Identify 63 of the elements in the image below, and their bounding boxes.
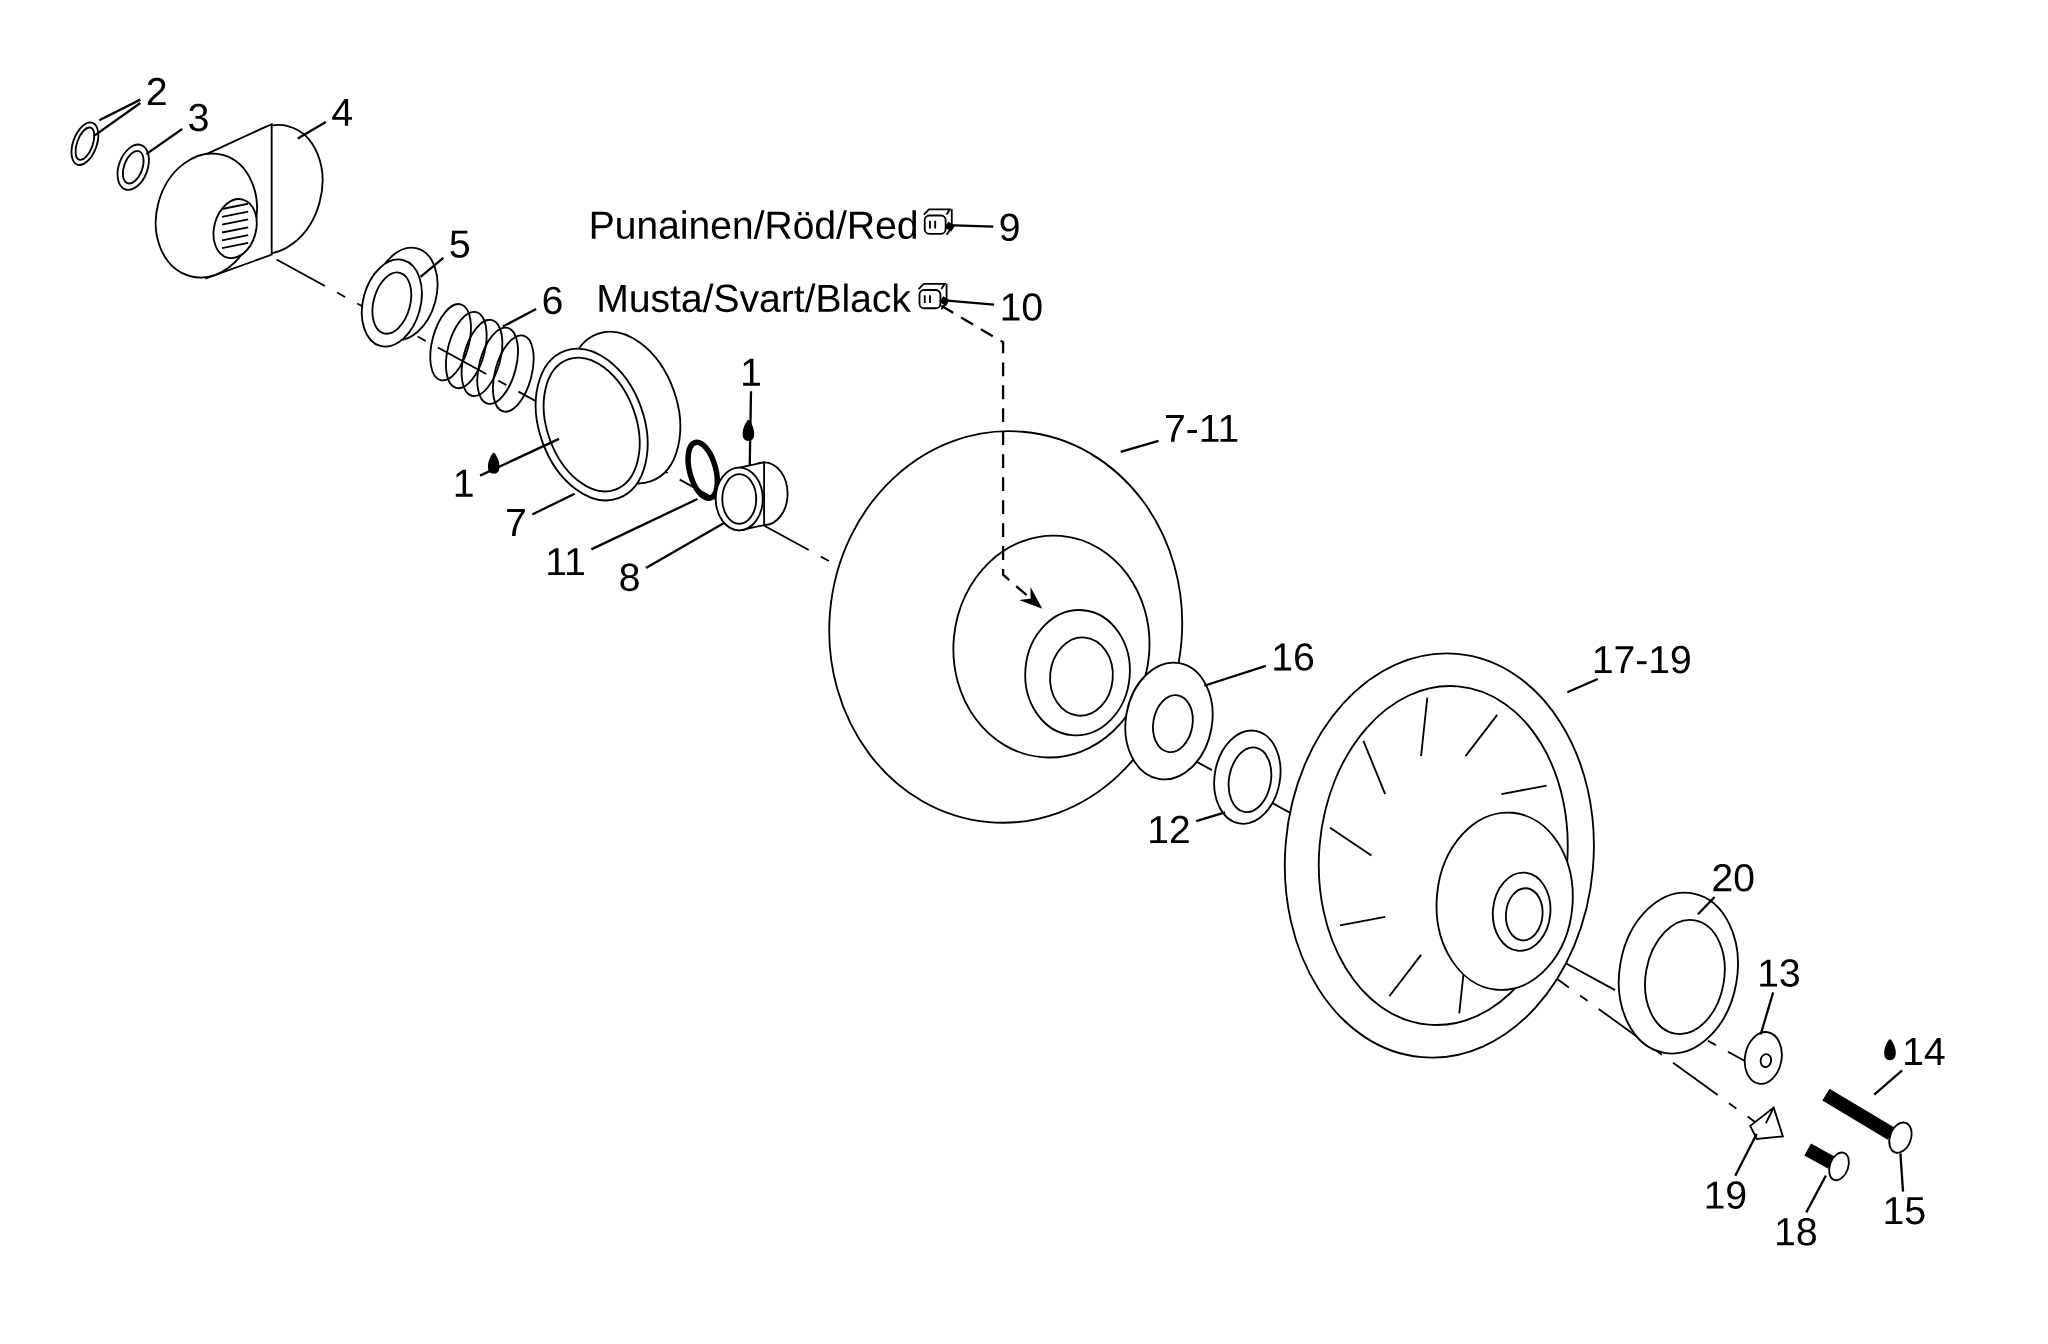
bolt-drawing <box>1804 1143 1850 1182</box>
leader-line <box>748 391 753 465</box>
callout-number: 9 <box>1000 213 1019 242</box>
callout-number: 7-11 <box>1166 415 1238 442</box>
connector-icon <box>922 208 955 236</box>
callout-number: 1 <box>743 358 760 386</box>
callout-number: 15 <box>1885 1197 1925 1225</box>
leader-line <box>93 102 142 137</box>
color-label: Musta/Svart/Black <box>599 283 911 313</box>
leader-line <box>1566 677 1599 694</box>
washer-drawing <box>1124 661 1214 781</box>
cup-drawing <box>534 330 682 502</box>
leader-line <box>1734 1133 1758 1177</box>
color-label: Punainen/Röd/Red <box>591 210 917 239</box>
callout-number: 18 <box>1777 1217 1816 1246</box>
callout-number: 12 <box>1150 815 1189 844</box>
callout-number: 2 <box>147 77 166 106</box>
callout-number: 1 <box>455 469 473 497</box>
bolt-drawing <box>1822 1088 1913 1154</box>
leader-line <box>531 492 576 516</box>
leader-line <box>98 98 141 122</box>
leader-line <box>297 121 327 140</box>
leader-line <box>1697 896 1716 916</box>
leader-line <box>1120 439 1159 454</box>
callout-number: 16 <box>1274 643 1314 671</box>
leader-line <box>1203 664 1267 687</box>
leader-line <box>946 223 994 228</box>
connector-icon <box>917 282 950 311</box>
callout-number: 20 <box>1713 863 1754 892</box>
nut-drawing <box>1749 1106 1785 1140</box>
leader-line <box>502 308 537 328</box>
washer-drawing <box>1213 729 1282 825</box>
callout-number: 4 <box>332 98 352 126</box>
leader-line <box>419 257 445 278</box>
callout-number: 3 <box>189 103 208 132</box>
washer-drawing <box>1743 1031 1783 1085</box>
callout-number: 17-19 <box>1594 645 1690 674</box>
callout-number: 13 <box>1760 959 1799 987</box>
snap-ring-drawing <box>70 121 100 166</box>
callout-number: 10 <box>1002 293 1042 321</box>
leader-line <box>941 298 995 306</box>
bearing-drawing <box>360 246 439 348</box>
plate-drawing <box>1617 891 1739 1055</box>
snap-ring-drawing <box>685 439 721 501</box>
callout-number: 19 <box>1706 1181 1746 1209</box>
callout-number: 8 <box>620 563 639 592</box>
leader-line <box>145 128 183 156</box>
spring-drawing <box>429 303 535 413</box>
leader-line <box>1759 992 1775 1035</box>
leader-line <box>590 497 698 551</box>
callout-number: 5 <box>450 230 469 258</box>
callout-number: 7 <box>507 509 525 536</box>
callout-number: 14 <box>1905 1038 1945 1065</box>
leader-line <box>1899 1153 1905 1192</box>
leader-line <box>645 521 726 569</box>
leader-line <box>1195 811 1226 823</box>
bushing-drawing <box>714 461 789 532</box>
callout-number: 11 <box>548 548 584 576</box>
leader-line <box>1873 1069 1903 1096</box>
leader-line <box>1805 1174 1827 1213</box>
leader-line <box>479 437 560 477</box>
callout-number: 6 <box>543 286 562 315</box>
ring-drawing <box>116 143 150 191</box>
